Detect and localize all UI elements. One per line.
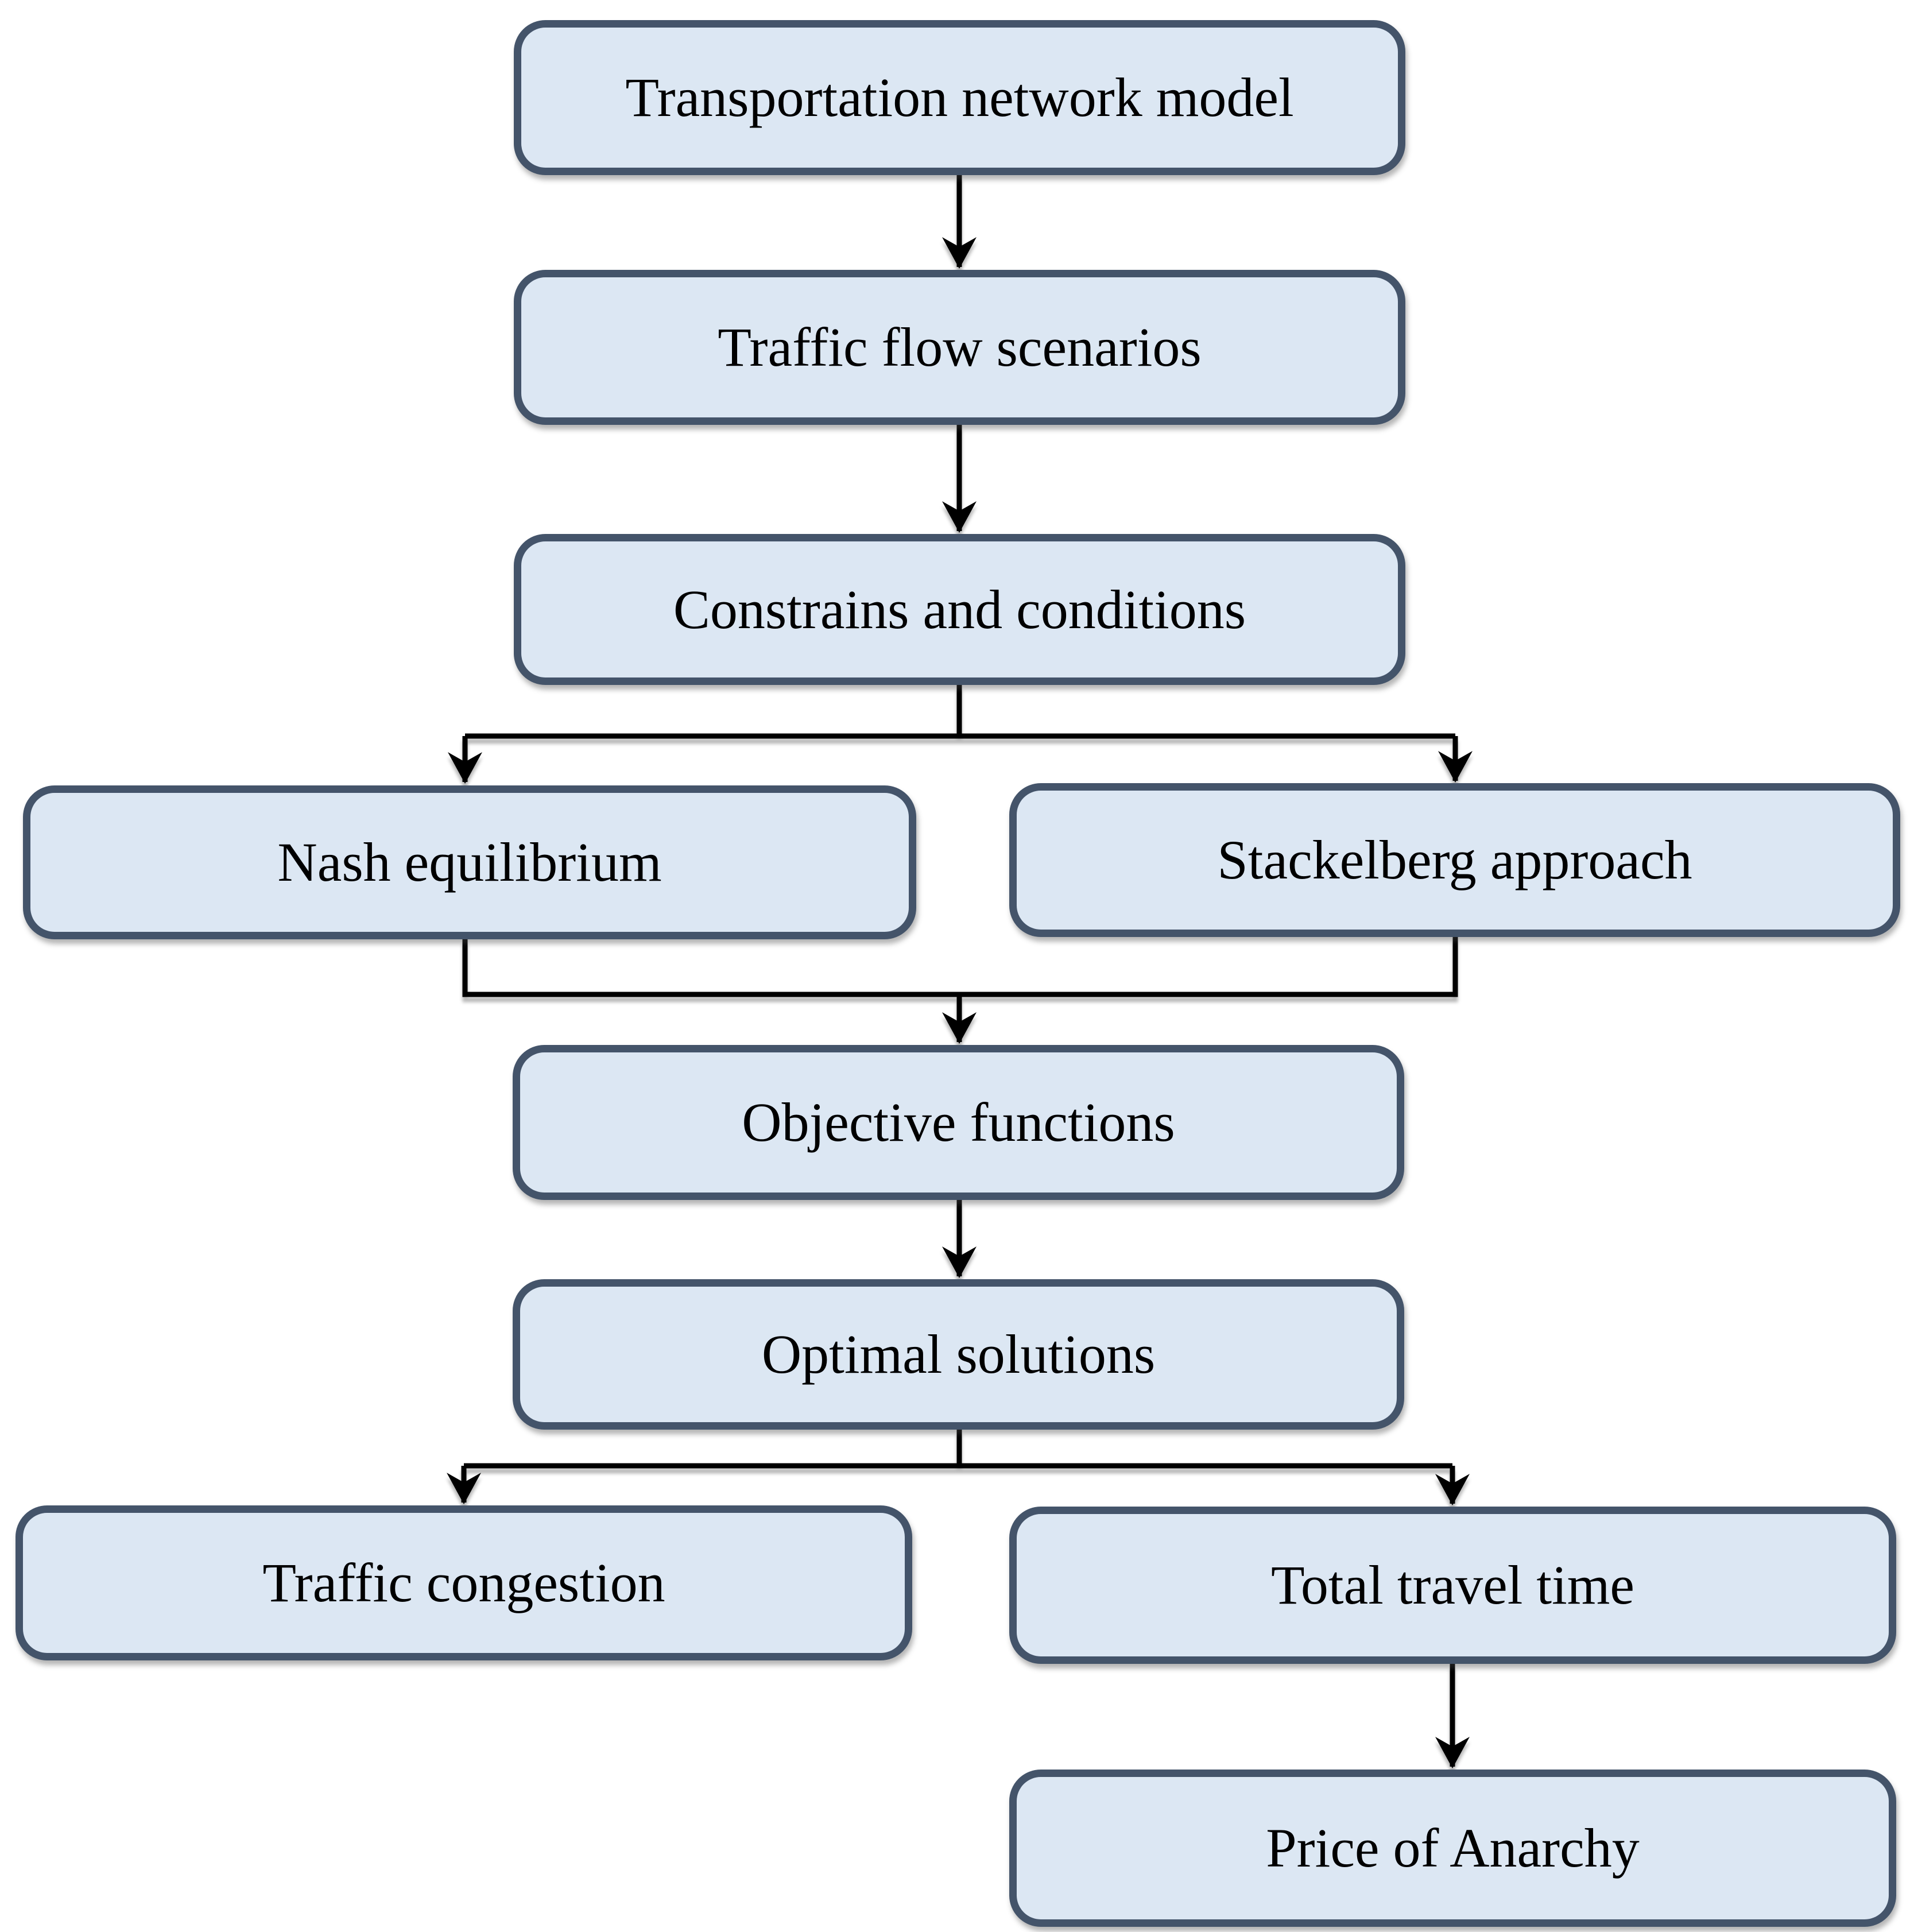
node-nash-equilibrium: Nash equilibrium bbox=[23, 785, 916, 939]
node-optimal-solutions: Optimal solutions bbox=[513, 1279, 1404, 1430]
node-label: Constrains and conditions bbox=[673, 578, 1246, 640]
node-transportation-network-model: Transportation network model bbox=[514, 20, 1405, 175]
node-label: Nash equilibrium bbox=[277, 831, 662, 893]
node-constrains-and-conditions: Constrains and conditions bbox=[514, 534, 1405, 685]
node-label: Optimal solutions bbox=[761, 1323, 1156, 1385]
node-label: Traffic flow scenarios bbox=[718, 316, 1202, 378]
node-price-of-anarchy: Price of Anarchy bbox=[1009, 1770, 1896, 1927]
edge-constrains-branch-rail bbox=[465, 685, 1455, 739]
node-label: Objective functions bbox=[742, 1091, 1175, 1153]
node-traffic-congestion: Traffic congestion bbox=[16, 1505, 912, 1660]
node-stackelberg-approach: Stackelberg approach bbox=[1009, 783, 1900, 937]
node-objective-functions: Objective functions bbox=[513, 1045, 1404, 1200]
node-label: Transportation network model bbox=[625, 67, 1294, 129]
node-label: Total travel time bbox=[1270, 1554, 1635, 1616]
node-total-travel-time: Total travel time bbox=[1009, 1507, 1896, 1664]
node-label: Traffic congestion bbox=[262, 1552, 665, 1614]
node-label: Stackelberg approach bbox=[1217, 829, 1692, 891]
edge-optimal-branch-rail bbox=[464, 1430, 1452, 1469]
node-label: Price of Anarchy bbox=[1266, 1817, 1640, 1879]
edge-merge-rail bbox=[462, 937, 1458, 997]
node-traffic-flow-scenarios: Traffic flow scenarios bbox=[514, 270, 1405, 425]
